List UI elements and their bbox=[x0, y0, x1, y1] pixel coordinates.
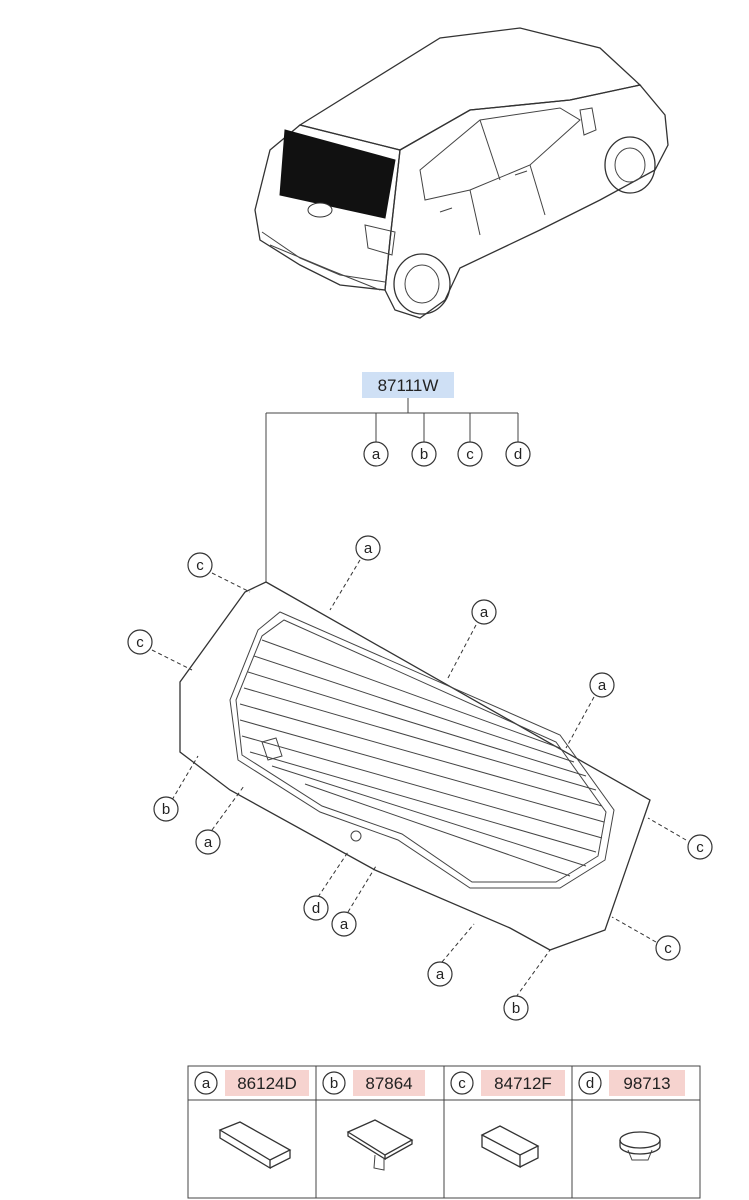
svg-text:b: b bbox=[420, 446, 428, 463]
car-illustration bbox=[254, 27, 669, 319]
callout: a bbox=[195, 829, 221, 855]
callout: a bbox=[589, 672, 615, 698]
callout: c bbox=[187, 552, 213, 578]
svg-text:a: a bbox=[436, 966, 445, 983]
svg-text:a: a bbox=[598, 677, 607, 694]
sub-ref-b: b bbox=[411, 441, 437, 467]
legend-part-number: 86124D bbox=[237, 1074, 297, 1093]
svg-text:d: d bbox=[514, 446, 522, 463]
sub-ref-d: d bbox=[505, 441, 531, 467]
part-illustration-b bbox=[346, 1119, 414, 1171]
sub-ref-c: c bbox=[457, 441, 483, 467]
callout-leaders bbox=[151, 559, 687, 998]
legend-item-c: c 84712F bbox=[450, 1070, 565, 1169]
svg-text:c: c bbox=[696, 839, 704, 856]
legend-table: a 86124D b 87864 c bbox=[187, 1065, 701, 1199]
legend-part-number: 98713 bbox=[623, 1074, 670, 1093]
main-part-group: 87111W a b c d bbox=[265, 372, 531, 582]
legend-part-number: 87864 bbox=[365, 1074, 412, 1093]
legend-item-d: d 98713 bbox=[578, 1070, 685, 1161]
callouts: c a c a a b a c d a c a b bbox=[127, 535, 713, 1021]
callout: a bbox=[471, 599, 497, 625]
callout: b bbox=[503, 995, 529, 1021]
legend-part-number: 84712F bbox=[494, 1074, 552, 1093]
part-illustration-d bbox=[619, 1131, 661, 1161]
svg-text:c: c bbox=[136, 634, 144, 651]
callout: c bbox=[655, 935, 681, 961]
svg-text:c: c bbox=[196, 557, 204, 574]
legend-item-a: a 86124D bbox=[194, 1070, 309, 1170]
part-illustration-a bbox=[218, 1121, 292, 1170]
svg-text:a: a bbox=[204, 834, 213, 851]
callout: b bbox=[153, 796, 179, 822]
callout: c bbox=[687, 834, 713, 860]
svg-text:d: d bbox=[312, 900, 320, 917]
part-illustration-c bbox=[480, 1125, 540, 1169]
rear-glass bbox=[179, 581, 651, 951]
svg-text:c: c bbox=[664, 940, 672, 957]
callout: d bbox=[303, 895, 329, 921]
main-part-highlight bbox=[362, 372, 454, 398]
callout: a bbox=[331, 911, 357, 937]
svg-text:a: a bbox=[340, 916, 349, 933]
svg-text:b: b bbox=[330, 1075, 338, 1092]
main-part-number: 87111W bbox=[378, 376, 439, 395]
svg-text:a: a bbox=[202, 1075, 211, 1092]
svg-text:a: a bbox=[364, 540, 373, 557]
svg-text:c: c bbox=[466, 446, 474, 463]
callout: c bbox=[127, 629, 153, 655]
svg-text:c: c bbox=[458, 1075, 466, 1092]
svg-text:b: b bbox=[162, 801, 170, 818]
svg-text:a: a bbox=[480, 604, 489, 621]
svg-text:d: d bbox=[586, 1075, 594, 1092]
svg-text:a: a bbox=[372, 446, 381, 463]
sub-ref-a: a bbox=[363, 441, 389, 467]
callout: a bbox=[427, 961, 453, 987]
legend-item-b: b 87864 bbox=[322, 1070, 425, 1171]
callout: a bbox=[355, 535, 381, 561]
svg-text:b: b bbox=[512, 1000, 520, 1017]
